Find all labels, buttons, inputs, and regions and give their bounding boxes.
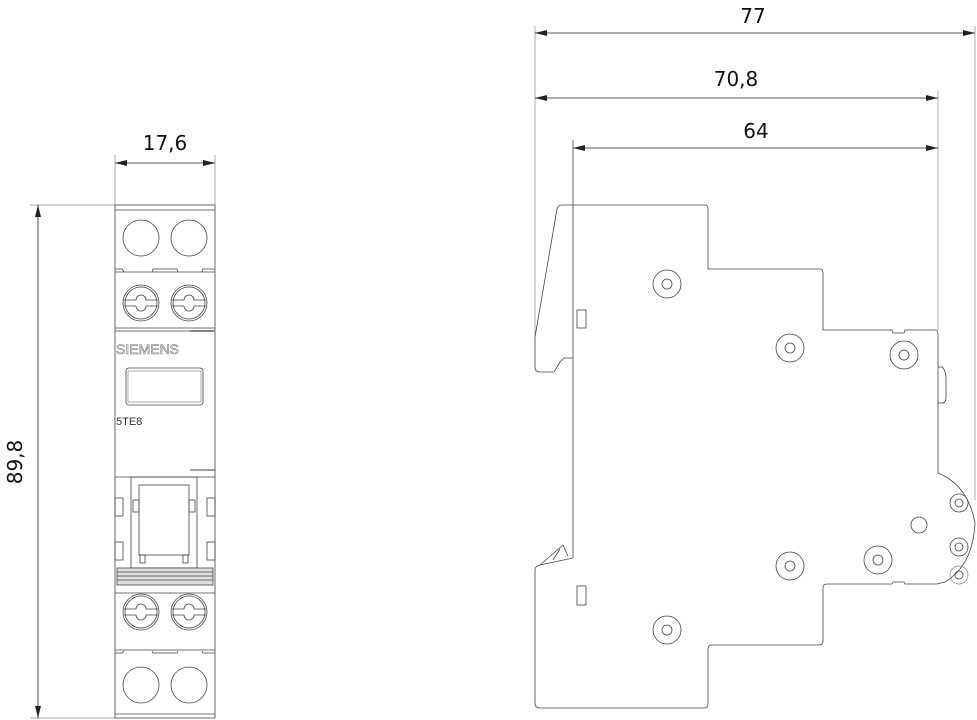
rivet xyxy=(889,340,919,370)
indicator-window xyxy=(125,367,204,406)
rivet xyxy=(652,615,682,645)
depth-70-8-label: 70,8 xyxy=(714,67,759,91)
terminal-opening xyxy=(170,666,208,704)
height-dimension-label: 89,8 xyxy=(3,440,27,485)
toggle-pin xyxy=(949,537,969,557)
width-dimension: 17,6 xyxy=(114,131,216,205)
terminal-screw xyxy=(170,593,208,631)
terminal-opening xyxy=(170,219,208,257)
depth-77-label: 77 xyxy=(740,4,765,28)
depth-dimension-64: 64 xyxy=(573,119,938,151)
toggle-pin xyxy=(949,565,969,585)
brand-label: SIEMENS xyxy=(116,341,179,357)
side-clip xyxy=(938,366,947,404)
latch-slot xyxy=(576,309,587,329)
toggle-pin xyxy=(949,493,969,513)
toggle-lever xyxy=(114,476,216,586)
rivet xyxy=(775,333,805,363)
terminal-screw xyxy=(170,284,208,322)
terminal-opening xyxy=(122,666,160,704)
latch-slot xyxy=(576,585,587,606)
type-label: 5TE8 xyxy=(116,416,142,428)
depth-dimension-70-8: 70,8 xyxy=(535,67,938,101)
rivet xyxy=(652,269,682,299)
rivet xyxy=(775,551,805,581)
terminal-opening xyxy=(122,219,160,257)
side-view: 77 70,8 64 xyxy=(534,4,976,709)
pivot-hole xyxy=(910,516,928,534)
terminal-screw xyxy=(122,284,160,322)
front-view: 17,6 89,8 SIEMENS 5TE8 xyxy=(3,131,216,719)
depth-dimension-77: 77 xyxy=(535,4,975,36)
width-dimension-label: 17,6 xyxy=(143,131,188,155)
rivet xyxy=(863,545,893,575)
height-dimension: 89,8 xyxy=(3,204,115,719)
device-body-front xyxy=(114,204,216,719)
terminal-screw xyxy=(122,593,160,631)
depth-64-label: 64 xyxy=(743,119,768,143)
device-body-side xyxy=(534,204,976,709)
